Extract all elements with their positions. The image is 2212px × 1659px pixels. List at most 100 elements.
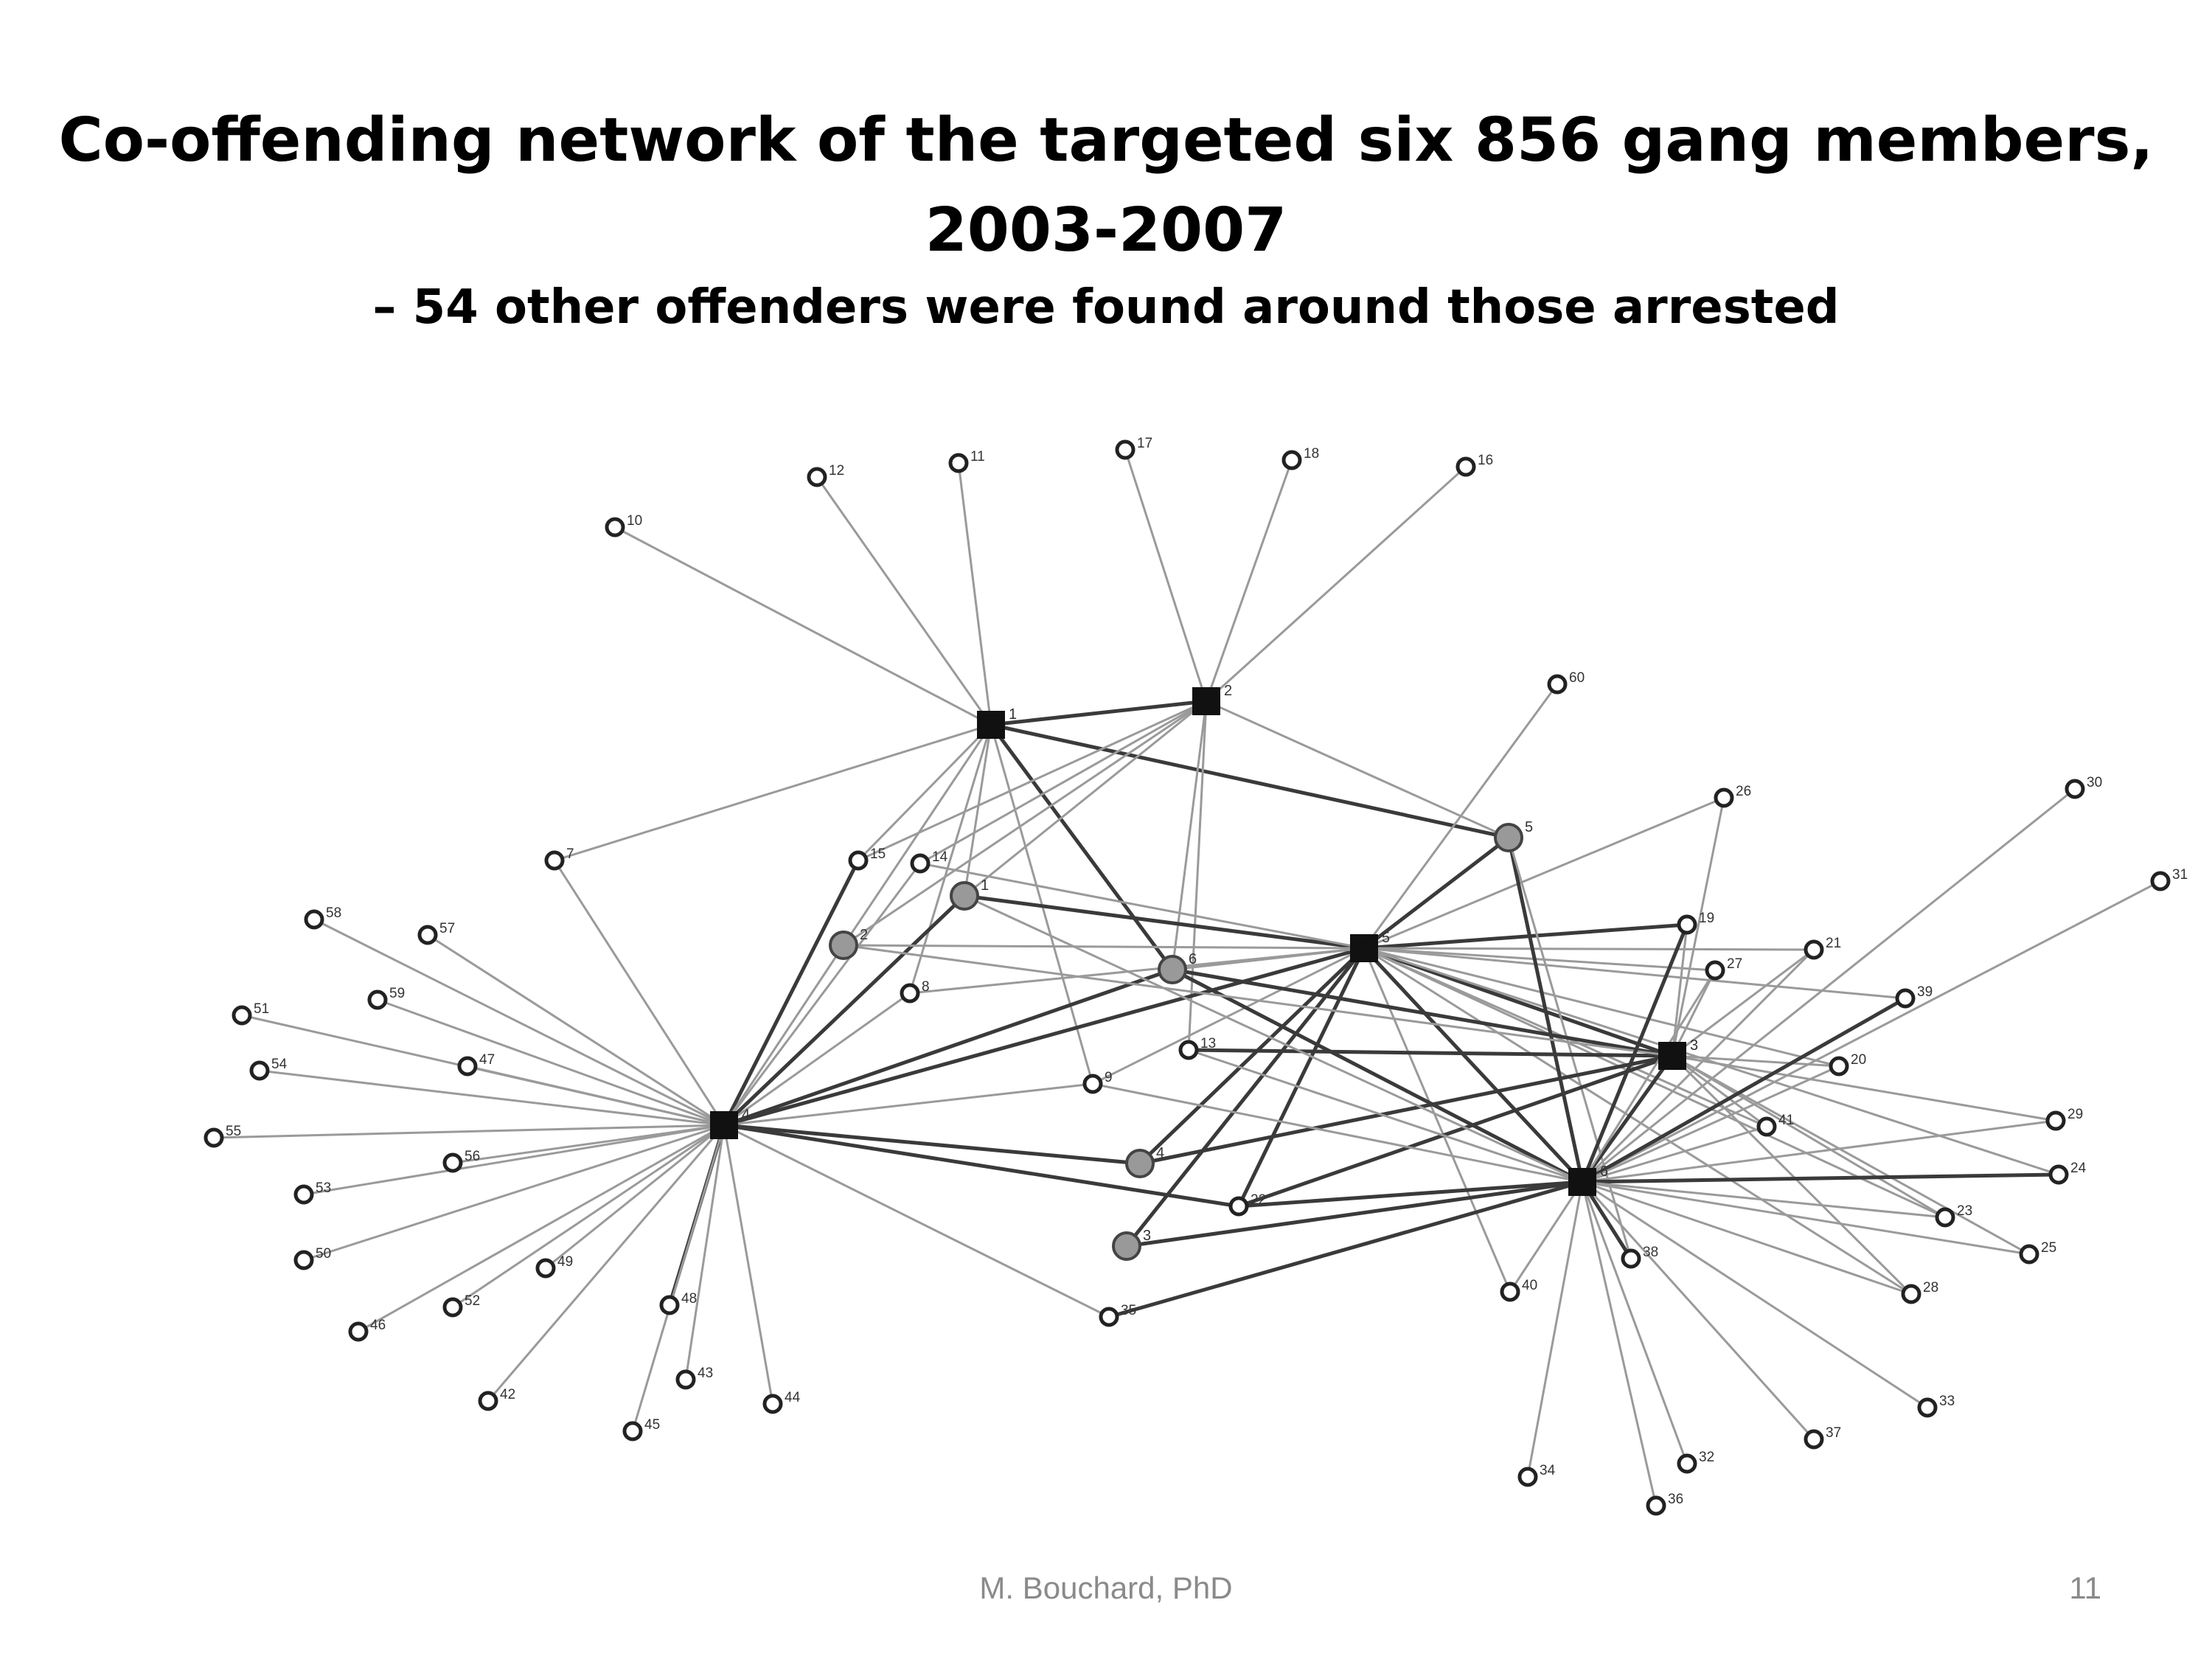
edge-a6-g3 <box>1172 967 1673 1058</box>
node-n18: 18 <box>1281 446 1319 470</box>
node-n52: 52 <box>442 1293 480 1318</box>
node-label-n57: 57 <box>439 921 455 936</box>
node-n55: 55 <box>204 1124 241 1148</box>
node-label-n51: 51 <box>254 1001 269 1017</box>
node-label-n52: 52 <box>465 1293 480 1309</box>
node-shape-n59 <box>367 990 388 1010</box>
edge-g1-n8 <box>908 724 992 994</box>
edge-g1-n10 <box>614 526 992 726</box>
edge-g5-g6 <box>1363 947 1584 1183</box>
edge-g5-n27 <box>1363 947 1716 972</box>
node-shape-n41 <box>1756 1116 1777 1137</box>
edge-g5-a3 <box>1125 947 1366 1248</box>
node-shape-a6 <box>1158 955 1187 984</box>
node-shape-n16 <box>1455 456 1476 477</box>
node-shape-n58 <box>304 909 324 930</box>
node-label-a2: 2 <box>860 927 868 943</box>
node-label-n13: 13 <box>1200 1036 1216 1051</box>
node-shape-n24 <box>2048 1164 2069 1185</box>
edge-g3-g6 <box>1580 1054 1674 1183</box>
node-n12: 12 <box>807 463 844 487</box>
node-label-a6: 6 <box>1189 951 1197 967</box>
edge-g6-n9 <box>1092 1082 1583 1183</box>
node-label-n17: 17 <box>1137 436 1152 451</box>
edge-g1-n7 <box>554 723 992 862</box>
edge-g5-a5 <box>1363 836 1510 950</box>
node-shape-n40 <box>1500 1281 1520 1302</box>
edge-g5-n26 <box>1363 796 1725 950</box>
node-shape-n13 <box>1178 1040 1199 1060</box>
node-a5: 5 <box>1494 819 1533 852</box>
node-shape-n44 <box>762 1394 783 1414</box>
node-shape-n43 <box>675 1369 696 1390</box>
edge-g4-a4 <box>723 1123 1141 1166</box>
node-n39: 39 <box>1895 984 1933 1009</box>
node-n9: 9 <box>1082 1070 1113 1094</box>
edge-a6-g6 <box>1171 967 1584 1184</box>
node-n30: 30 <box>2065 775 2102 799</box>
node-shape-n32 <box>1677 1453 1697 1474</box>
node-shape-n23 <box>1935 1207 1955 1228</box>
node-shape-n38 <box>1621 1248 1641 1269</box>
edge-g2-a5 <box>1206 700 1509 839</box>
node-label-n35: 35 <box>1121 1303 1136 1318</box>
edge-g4-n59 <box>377 998 725 1127</box>
node-shape-n53 <box>293 1184 314 1205</box>
node-label-g2: 2 <box>1224 683 1232 699</box>
node-shape-n28 <box>1901 1284 1921 1304</box>
node-n41: 41 <box>1756 1113 1794 1137</box>
edge-g2-n18 <box>1205 459 1293 702</box>
node-label-n12: 12 <box>829 463 844 479</box>
edge-g5-n28 <box>1363 947 1912 1295</box>
node-g5: 5 <box>1350 930 1390 962</box>
node-g1: 1 <box>977 706 1017 739</box>
edge-g5-n22 <box>1237 947 1366 1208</box>
node-label-n10: 10 <box>627 513 642 529</box>
node-label-n46: 46 <box>370 1318 386 1333</box>
edge-g3-n41 <box>1672 1054 1767 1128</box>
edge-g4-n7 <box>553 860 726 1126</box>
node-shape-n48 <box>659 1295 680 1315</box>
node-label-n60: 60 <box>1569 670 1585 686</box>
edge-g4-n45 <box>631 1124 726 1432</box>
node-label-n25: 25 <box>2041 1240 2056 1256</box>
node-shape-a5 <box>1494 823 1523 852</box>
node-n14: 14 <box>910 849 948 874</box>
edge-g6-n27 <box>1581 970 1717 1183</box>
node-label-n42: 42 <box>500 1387 515 1402</box>
node-label-n16: 16 <box>1478 453 1493 468</box>
edge-g6-n24 <box>1582 1172 2059 1184</box>
node-shape-n8 <box>900 983 920 1004</box>
node-a6: 6 <box>1158 951 1197 984</box>
node-shape-n47 <box>457 1056 478 1077</box>
node-n48: 48 <box>659 1291 697 1315</box>
edge-g4-a6 <box>723 967 1173 1127</box>
node-label-n39: 39 <box>1917 984 1933 1000</box>
node-shape-n17 <box>1115 439 1135 460</box>
edge-g6-n40 <box>1509 1181 1584 1293</box>
edge-g3-n20 <box>1672 1054 1840 1068</box>
node-n24: 24 <box>2048 1161 2087 1185</box>
edge-g6-n20 <box>1582 1065 1840 1183</box>
node-a1: 1 <box>950 877 989 911</box>
edge-a5-g6 <box>1506 837 1585 1183</box>
edge-g3-n13 <box>1188 1048 1673 1058</box>
node-n15: 15 <box>848 846 886 871</box>
edge-g6-n35 <box>1108 1180 1583 1319</box>
node-label-n40: 40 <box>1522 1278 1537 1293</box>
node-shape-n31 <box>2150 871 2171 891</box>
node-shape-n26 <box>1714 787 1734 808</box>
edge-g1-a2 <box>842 724 992 946</box>
node-n50: 50 <box>293 1246 331 1270</box>
edge-g5-n14 <box>919 862 1365 950</box>
node-label-n20: 20 <box>1851 1052 1866 1068</box>
edge-g6-n29 <box>1582 1119 2056 1183</box>
node-label-n31: 31 <box>2172 867 2188 883</box>
node-shape-n52 <box>442 1297 463 1318</box>
node-shape-n14 <box>910 853 931 874</box>
node-shape-n15 <box>848 850 869 871</box>
page-number: 11 <box>2069 1571 2101 1605</box>
network-edges <box>213 449 2161 1506</box>
node-n8: 8 <box>900 979 930 1004</box>
node-shape-n45 <box>622 1421 643 1441</box>
